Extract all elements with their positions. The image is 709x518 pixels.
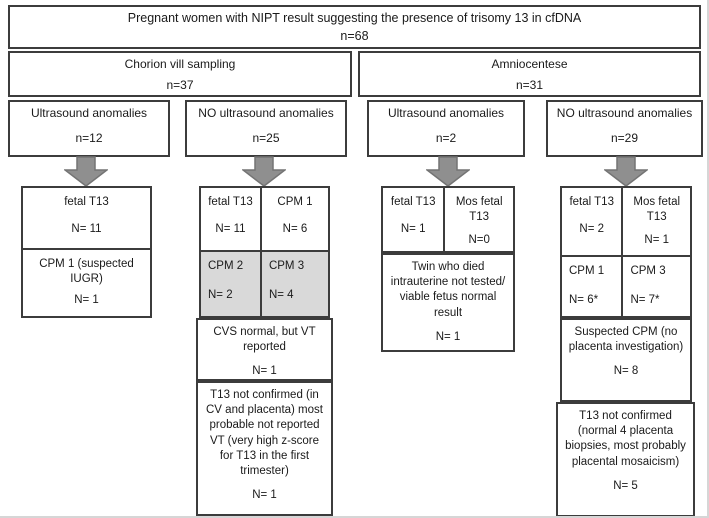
root-box: Pregnant women with NIPT result suggesti… (8, 5, 701, 49)
outcome-label: Mos fetal T13 (455, 196, 503, 223)
outcome-label: CPM 3 (630, 265, 666, 278)
note-box-cvs-normal-vt: CVS normal, but VT reported N= 1 (196, 318, 333, 381)
outcome-count: N= 11 (71, 222, 102, 235)
outcome-count: N= 11 (215, 222, 246, 235)
outcome-count: N= 7* (630, 294, 660, 307)
root-count: n=68 (340, 29, 369, 43)
subgroup-cvs-ultrasound-anomalies: Ultrasound anomalies n=12 (8, 100, 170, 157)
outcome-cell: fetal T13 N= 11 (23, 188, 150, 250)
subgroup-label: Ultrasound anomalies (387, 106, 505, 120)
down-arrow-icon (64, 156, 108, 187)
outcome-cell: CPM 1 N= 6* (562, 257, 624, 316)
outcome-grid-cvs-no-anomalies: fetal T13 N= 11 CPM 1 N= 6 CPM 2 N= 2 CP… (199, 186, 330, 318)
outcome-cell: fetal T13 N= 2 (562, 188, 624, 258)
outcome-count: N= 6 (282, 222, 308, 235)
outcome-cell: fetal T13 N= 1 (383, 188, 446, 251)
outcome-label: fetal T13 (569, 196, 614, 208)
outcome-cell: CPM 1 N= 6 (261, 188, 328, 252)
note-label: T13 not confirmed (in CV and placenta) m… (206, 389, 323, 477)
outcome-cell: CPM 1 (suspected IUGR) N= 1 (23, 250, 150, 314)
outcome-label: fetal T13 (64, 196, 109, 208)
outcome-label: fetal T13 (208, 196, 253, 208)
subgroup-count: n=12 (75, 130, 103, 145)
outcome-grid-amnio-no-anomalies: fetal T13 N= 2 Mos fetal T13 N= 1 CPM 1 … (560, 186, 692, 318)
root-title: Pregnant women with NIPT result suggesti… (127, 11, 582, 25)
note-label: Suspected CPM (no placenta investigation… (568, 326, 684, 354)
branch-chorion-villus-sampling: Chorion vill sampling n=37 (8, 51, 352, 97)
down-arrow-icon (426, 156, 470, 187)
note-count: N= 1 (435, 330, 461, 343)
outcome-count: N= 4 (268, 288, 294, 301)
outcome-count: N= 1 (644, 233, 670, 246)
outcome-count: N= 1 (74, 293, 99, 306)
outcome-cell: fetal T13 N= 11 (201, 188, 262, 252)
outcome-box-cvs-anomalies: fetal T13 N= 11 CPM 1 (suspected IUGR) N… (21, 186, 152, 318)
subgroup-count: n=25 (252, 130, 280, 145)
outcome-label: fetal T13 (390, 196, 436, 208)
subgroup-cvs-no-ultrasound-anomalies: NO ultrasound anomalies n=25 (185, 100, 347, 157)
down-arrow-icon (604, 156, 648, 187)
outcome-cell: CPM 3 N= 7* (623, 257, 690, 316)
branch-count: n=31 (515, 77, 544, 92)
branch-count: n=37 (166, 77, 194, 92)
outcome-count: N= 2 (208, 288, 233, 301)
outcome-cell-shaded: CPM 2 N= 2 (201, 252, 262, 316)
outcome-label: Mos fetal T13 (633, 196, 681, 223)
outcome-count: N= 1 (400, 222, 426, 235)
subgroup-amnio-ultrasound-anomalies: Ultrasound anomalies n=2 (367, 100, 525, 157)
outcome-grid-amnio-anomalies: fetal T13 N= 1 Mos fetal T13 N=0 (381, 186, 515, 253)
down-arrow-icon (242, 156, 286, 187)
note-count: N= 8 (613, 365, 639, 378)
branch-label: Chorion vill sampling (124, 57, 236, 71)
note-count: N= 1 (252, 365, 277, 378)
outcome-cell-shaded: CPM 3 N= 4 (261, 252, 328, 316)
subgroup-label: Ultrasound anomalies (30, 106, 148, 120)
outcome-label: CPM 3 (268, 260, 305, 272)
note-count: N= 1 (252, 489, 277, 502)
note-box-twin-died: Twin who died intrauterine not tested/ v… (381, 253, 515, 352)
subgroup-label: NO ultrasound anomalies (556, 106, 693, 120)
subgroup-label: NO ultrasound anomalies (198, 106, 334, 120)
subgroup-amnio-no-ultrasound-anomalies: NO ultrasound anomalies n=29 (546, 100, 703, 157)
outcome-label: CPM 2 (208, 260, 244, 272)
outcome-count: N= 2 (579, 222, 605, 235)
note-box-suspected-cpm: Suspected CPM (no placenta investigation… (560, 318, 692, 402)
note-count: N= 5 (613, 479, 638, 492)
note-label: CVS normal, but VT reported (213, 326, 316, 354)
outcome-label: CPM 1 (277, 196, 313, 208)
note-label: Twin who died intrauterine not tested/ v… (390, 261, 506, 319)
subgroup-count: n=29 (610, 130, 639, 145)
outcome-label: CPM 1 (569, 265, 605, 278)
note-box-t13-not-confirmed-cvs: T13 not confirmed (in CV and placenta) m… (196, 381, 333, 516)
outcome-cell: Mos fetal T13 N=0 (445, 188, 513, 251)
outcome-label: CPM 1 (suspected IUGR) (39, 258, 134, 285)
branch-amniocentesis: Amniocentese n=31 (358, 51, 701, 97)
branch-label: Amniocentese (491, 57, 568, 71)
note-label: T13 not confirmed (normal 4 placenta bio… (565, 410, 686, 468)
outcome-cell: Mos fetal T13 N= 1 (623, 188, 690, 258)
outcome-count: N=0 (468, 233, 490, 246)
outcome-count: N= 6* (569, 294, 599, 307)
subgroup-count: n=2 (435, 130, 457, 145)
note-box-t13-not-confirmed-amnio: T13 not confirmed (normal 4 placenta bio… (556, 402, 695, 516)
